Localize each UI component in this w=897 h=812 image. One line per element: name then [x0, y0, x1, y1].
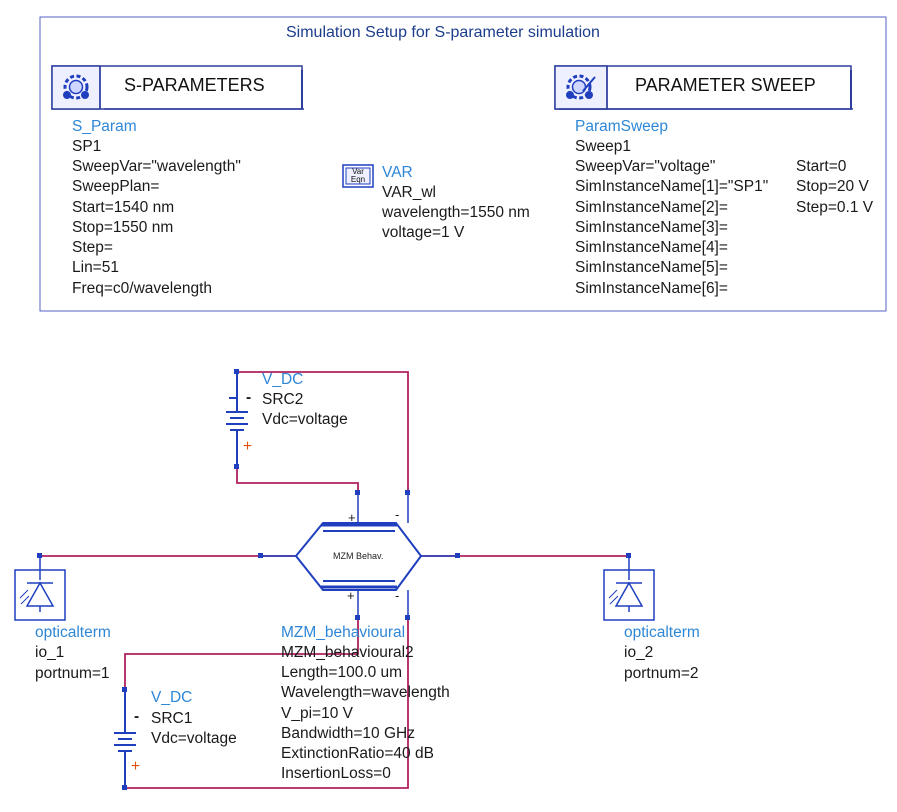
s-param-line: Lin=51	[72, 259, 119, 276]
term1-type: opticalterm	[35, 624, 111, 641]
s-param-line: SP1	[72, 138, 102, 155]
sweep-line: SimInstanceName[5]=	[575, 259, 728, 276]
gear-icon	[63, 74, 89, 100]
mzm-line: Length=100.0 um	[281, 664, 403, 681]
term1-line: io_1	[35, 644, 65, 661]
var-line: voltage=1 V	[382, 224, 465, 241]
term2-line: portnum=2	[624, 665, 699, 682]
optical-term-io2-symbol[interactable]	[603, 558, 655, 621]
var-line: VAR_wl	[382, 184, 436, 201]
src1-plus-sign: +	[131, 758, 141, 775]
s-param-line: SweepPlan=	[72, 178, 160, 195]
src2-plus-sign: +	[243, 438, 253, 455]
setup-caption: Simulation Setup for S-parameter simulat…	[286, 24, 600, 41]
src2-minus-sign: -	[246, 389, 252, 406]
var-type: VAR	[382, 164, 413, 181]
mzm-line: Bandwidth=10 GHz	[281, 725, 415, 742]
s-param-type: S_Param	[72, 118, 137, 135]
sweep-line: SimInstanceName[2]=	[575, 199, 728, 216]
sweep-type: ParamSweep	[575, 118, 669, 135]
mzm-behavioural-symbol[interactable]	[263, 495, 455, 615]
mzm-pin-plus-bottom: +	[347, 588, 355, 603]
sweep-range-line: Stop=20 V	[796, 178, 869, 195]
battery-src2-symbol[interactable]	[226, 374, 248, 464]
var-line: wavelength=1550 nm	[382, 204, 530, 221]
s-parameters-controller[interactable]	[51, 65, 304, 110]
sweep-line: SimInstanceName[4]=	[575, 239, 728, 256]
optical-term-io1-symbol[interactable]	[14, 558, 66, 621]
sweep-line: SweepVar="voltage"	[575, 158, 716, 175]
sweep-line: SimInstanceName[3]=	[575, 219, 728, 236]
mzm-pin-minus-bottom: -	[395, 588, 400, 603]
src1-minus-sign: -	[134, 708, 140, 725]
mzm-type: MZM_behavioural	[281, 624, 406, 641]
src2-line: Vdc=voltage	[262, 411, 348, 428]
mzm-line: Wavelength=wavelength	[281, 684, 450, 701]
s-param-line: Start=1540 nm	[72, 199, 175, 216]
mzm-line: V_pi=10 V	[281, 705, 353, 722]
sweep-range-line: Step=0.1 V	[796, 199, 874, 216]
sweep-range-line: Start=0	[796, 158, 847, 175]
src1-line: Vdc=voltage	[151, 730, 237, 747]
parameter-sweep-controller[interactable]	[554, 65, 853, 110]
parameter-sweep-title: PARAMETER SWEEP	[635, 75, 816, 95]
mzm-line: MZM_behavioural2	[281, 644, 414, 661]
term1-line: portnum=1	[35, 665, 110, 682]
mzm-line: InsertionLoss=0	[281, 765, 391, 782]
var-icon-bottom-label: Eqn	[350, 175, 366, 184]
var-icon-top-label: Var	[352, 167, 364, 176]
term2-line: io_2	[624, 644, 654, 661]
gear-sweep-icon	[566, 74, 596, 100]
term2-type: opticalterm	[624, 624, 700, 641]
battery-src1-symbol[interactable]	[114, 692, 136, 785]
pins	[37, 369, 631, 790]
mzm-pin-minus-top: -	[395, 507, 400, 522]
sweep-line: Sweep1	[575, 138, 632, 155]
sweep-line: SimInstanceName[6]=	[575, 280, 728, 297]
s-param-line: SweepVar="wavelength"	[72, 158, 241, 175]
src2-line: SRC2	[262, 391, 304, 408]
mzm-pin-plus-top: +	[348, 510, 356, 525]
var-eqn-icon[interactable]	[342, 164, 374, 188]
src1-type: V_DC	[151, 689, 193, 706]
mzm-symbol-label: MZM Behav.	[333, 551, 384, 561]
src1-line: SRC1	[151, 710, 193, 727]
mzm-line: ExtinctionRatio=40 dB	[281, 745, 434, 762]
s-parameters-title: S-PARAMETERS	[124, 75, 265, 95]
sweep-line: SimInstanceName[1]="SP1"	[575, 178, 769, 195]
s-param-line: Step=	[72, 239, 113, 256]
s-param-line: Stop=1550 nm	[72, 219, 174, 236]
simulation-setup-frame	[39, 16, 887, 312]
s-param-line: Freq=c0/wavelength	[72, 280, 213, 297]
src2-type: V_DC	[262, 371, 304, 388]
